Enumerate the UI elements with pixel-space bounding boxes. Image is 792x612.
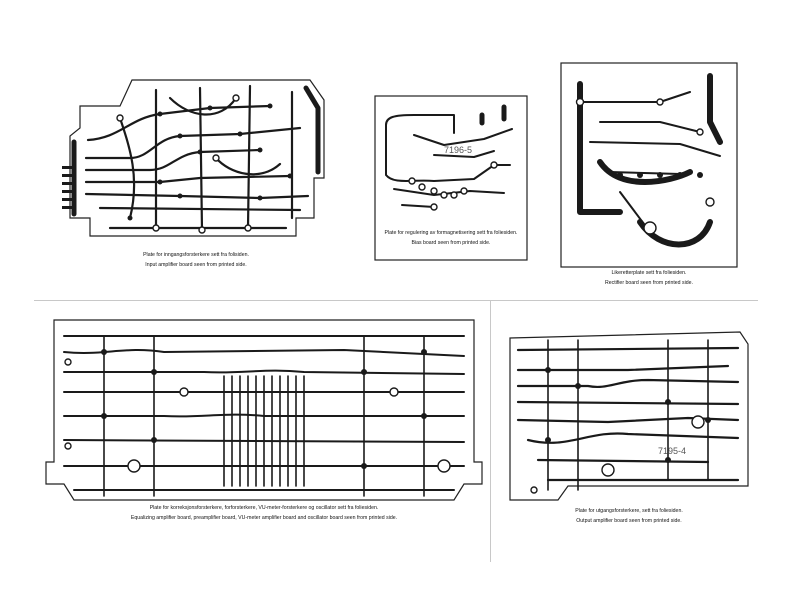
input-board-caption-no: Plate for inngangsforsterkere sett fra f…	[143, 252, 249, 258]
input-board-pcb	[62, 79, 325, 237]
output-board-stamp: 7195-4	[658, 446, 686, 456]
input-board-caption-en: Input amplifier board seen from printed …	[145, 262, 247, 268]
equalizing-board-caption-en: Equalizing amplifier board, preamplifier…	[130, 515, 398, 521]
bias-board-stamp: 7196-5	[444, 145, 472, 155]
rectifier-board-caption-no: Likeretterplate sett fra foliesiden.	[611, 270, 687, 276]
vertical-divider	[490, 300, 491, 562]
output-board-caption-no: Plate for utgangsforsterkere, sett fra f…	[575, 508, 683, 514]
equalizing-board-pcb	[45, 319, 483, 501]
input-amplifier-board: Plate for inngangsforsterkere sett fra f…	[60, 78, 332, 268]
bias-board-caption-no: Plate for regulering av formagnetisering…	[384, 230, 518, 236]
rectifier-board-pcb	[560, 62, 738, 268]
equalizing-amplifier-board: Plate for korreksjonsforsterkere, forfor…	[44, 316, 484, 530]
bias-board-caption-en: Bias board seen from printed side.	[411, 240, 491, 246]
horizontal-divider	[34, 300, 758, 301]
equalizing-board-caption-no: Plate for korreksjonsforsterkere, forfor…	[149, 505, 379, 511]
output-board-caption-en: Output amplifier board seen from printed…	[576, 518, 682, 524]
bias-board: 7196-5 Plate for regulering av formagnet…	[374, 95, 528, 280]
rectifier-board-caption-en: Rectifier board seen from printed side.	[605, 280, 693, 286]
output-board-pcb: 7195-4	[509, 331, 749, 501]
output-amplifier-board: 7195-4 Plate for utgangsforsterkere, set…	[508, 330, 750, 552]
rectifier-board: Likeretterplate sett fra foliesiden. Rec…	[560, 62, 738, 290]
bias-board-pcb: 7196-5	[374, 95, 528, 261]
